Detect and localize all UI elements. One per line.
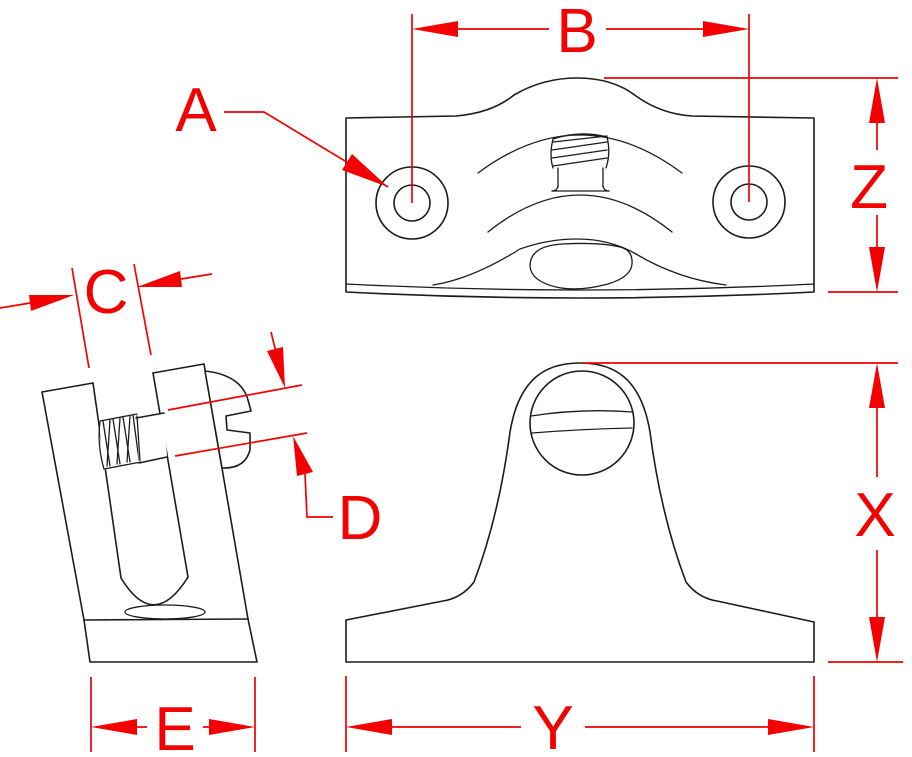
bottom-tongue-curve [432,238,727,286]
slot-bottom-ellipse [124,604,206,620]
top-view-threads [550,133,610,169]
bottom-boss-outline [529,242,633,290]
arrowhead-down [869,247,885,292]
arrowhead-up [293,436,313,476]
top-view-outline [345,77,815,299]
front-plate-top-edge [152,363,205,374]
y-extension-lines [345,676,815,752]
dimension-d: D [167,331,383,553]
c-dimension-tails [0,273,213,309]
jaw-slot [92,372,189,606]
screw-slot-lower-line [531,427,633,434]
arrowhead-right [137,271,182,287]
front-view [345,362,815,663]
side-view [41,363,258,663]
dimension-b: B [411,0,750,203]
a-leader-line [224,111,389,188]
dimension-y: Y [345,676,815,757]
dimension-c: C [0,258,213,369]
front-view-outline [345,362,815,663]
dimension-label-x: X [854,481,895,550]
arrowhead-leader [342,154,388,187]
d-extension-lines [167,384,308,457]
x-extension-lines [582,362,903,663]
callout-a: A [175,76,389,188]
arrowhead-left [412,21,458,37]
screw-head-mask [205,371,251,469]
dimension-label-y: Y [532,694,573,757]
saddle-lower-curve [487,194,673,233]
arrowhead-down [869,617,885,662]
arrowhead-up [869,78,885,123]
top-view [345,77,815,299]
arrowhead-right [209,719,255,735]
back-plate-top-edge [41,382,94,393]
saddle-upper-curve [477,134,683,174]
side-view-shank [135,412,168,464]
dimension-label-b: B [556,0,597,66]
arrowhead-down [267,347,285,388]
arrowhead-left [29,295,74,311]
d-arrow-stems [270,331,333,518]
dimension-label-z: Z [850,153,888,222]
dimension-label-e: E [154,695,195,757]
screw-slot-upper-line [530,410,634,417]
c-extension-lines [71,263,152,369]
dimension-label-c: C [84,258,129,327]
arrowhead-right [703,21,749,37]
dimension-label-a: A [175,76,217,145]
dimension-e: E [90,677,256,757]
dimension-label-d: D [338,484,383,553]
arrowhead-left [91,719,137,735]
side-view-threads [98,413,142,470]
z-extension-lines [604,77,898,293]
e-extension-lines [90,677,256,752]
arrowhead-right [768,719,814,735]
back-plate-left-edge [41,391,85,621]
shank-mask [556,168,605,191]
arrowhead-up [869,363,885,408]
dimension-x: X [582,362,903,663]
side-shank-mask [136,413,167,463]
top-view-shank [551,167,610,192]
top-view-bottom-edge-line [345,283,815,291]
b-extension-lines [411,14,750,203]
arrowhead-left [346,719,392,735]
pivot-screw-head [529,370,635,476]
dimension-z: Z [604,77,898,293]
base-outline [83,618,258,663]
screw-head-outline [204,370,252,469]
